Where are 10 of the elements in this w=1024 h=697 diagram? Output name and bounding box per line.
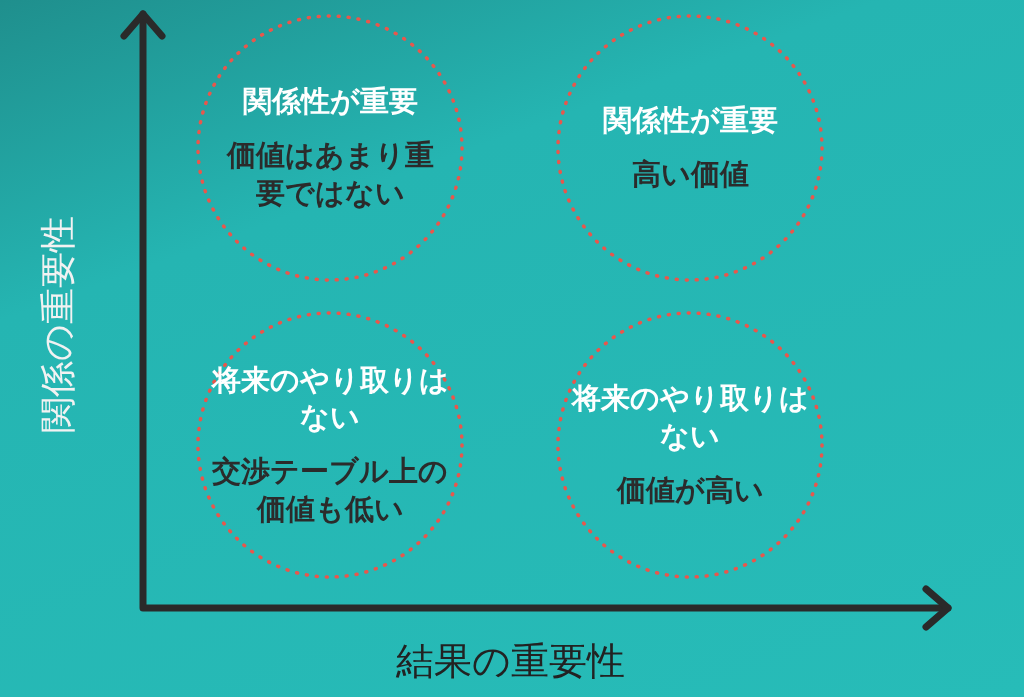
axis-label: 結果の重要性 [396, 638, 625, 685]
body-text: 高い価値 [630, 156, 750, 193]
body-text: 価値はあまり重要ではない [225, 137, 435, 212]
body-text: 価値が高い [615, 471, 765, 509]
heading: 関係性が重要 [601, 102, 779, 140]
heading: 将来のやり取りはない [570, 380, 810, 456]
heading: 関係性が重要 [241, 83, 419, 121]
axis-label: 関係の重要性 [35, 215, 79, 435]
body-text: 交渉テーブル上の価値も低い [211, 453, 449, 528]
heading: 将来のやり取りはない [210, 361, 450, 437]
